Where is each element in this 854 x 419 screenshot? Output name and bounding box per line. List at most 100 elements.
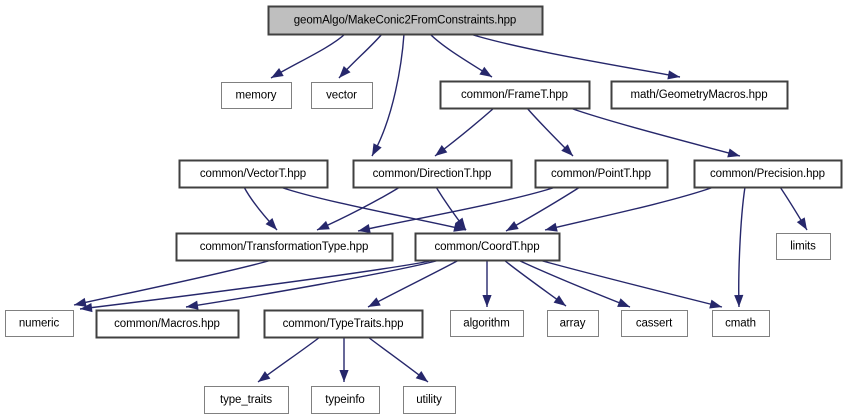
node-box[interactable] [439,80,591,110]
graph-edge [185,259,441,310]
arrowhead-icon [709,299,722,309]
graph-edge [429,33,493,78]
arrowhead-icon [561,144,573,156]
arrowhead-icon [727,148,740,158]
node-box[interactable] [178,159,329,189]
graph-edge [357,186,557,233]
node-box[interactable] [712,310,770,337]
graph-edge [526,107,574,157]
arrowhead-icon [796,217,807,230]
graph-edge [316,186,401,231]
graph-edge [569,107,741,158]
node-box[interactable] [450,310,524,337]
arrowhead-icon [553,295,566,306]
node-box[interactable] [311,82,373,109]
graph-edge [257,336,321,383]
graph-edge [469,33,681,80]
graph-edge [367,259,460,308]
arrowhead-icon [479,66,492,77]
graph-edge [503,259,567,307]
graph-node-memory[interactable]: memory [221,82,292,109]
graph-nodes: geomAlgo/MakeConic2FromConstraints.hpp me… [5,5,843,414]
node-box[interactable] [5,310,74,337]
graph-node-pointt[interactable]: common/PointT.hpp [534,159,669,189]
graph-edge [517,259,631,308]
node-box[interactable] [263,309,424,339]
graph-node-transftype[interactable]: common/TransformationType.hpp [175,232,394,262]
node-box[interactable] [776,233,831,260]
graph-node-vector[interactable]: vector [311,82,373,109]
node-box[interactable] [352,159,513,189]
graph-edge [338,33,383,79]
graph-edge [779,186,808,231]
node-box[interactable] [403,386,456,414]
node-box[interactable] [311,386,380,414]
arrowhead-icon [339,66,351,78]
arrowhead-icon [74,297,87,307]
graph-node-type_traits[interactable]: type_traits [204,386,289,414]
graph-edge [538,259,723,309]
graph-node-typeinfo[interactable]: typeinfo [311,386,380,414]
arrowhead-icon [317,220,330,230]
graph-node-typetraits[interactable]: common/TypeTraits.hpp [263,309,424,339]
graph-edge [339,336,349,382]
graph-node-directiont[interactable]: common/DirectionT.hpp [352,159,513,189]
node-box[interactable] [95,309,240,339]
graph-node-macros[interactable]: common/Macros.hpp [95,309,240,339]
arrowhead-icon [734,294,744,307]
arrowhead-icon [435,145,448,156]
graph-edge [371,33,405,157]
arrowhead-icon [271,68,284,78]
arrowhead-icon [506,221,519,231]
node-box[interactable] [621,310,688,337]
arrowhead-icon [265,218,277,230]
graph-edge [367,336,429,383]
graph-edges [73,33,808,383]
node-box[interactable] [267,5,544,36]
node-box[interactable] [204,386,289,414]
arrowhead-icon [545,222,558,232]
graph-node-geommacros[interactable]: math/GeometryMacros.hpp [610,80,789,110]
arrowhead-icon [482,295,492,307]
graph-node-root[interactable]: geomAlgo/MakeConic2FromConstraints.hpp [267,5,544,36]
graph-edge [79,259,437,313]
node-box[interactable] [414,232,561,262]
arrowhead-icon [258,371,271,382]
graph-node-array[interactable]: array [547,310,599,337]
arrowhead-icon [339,370,349,382]
graph-edge [435,186,467,231]
graph-edge [544,186,715,232]
graph-node-framet[interactable]: common/FrameT.hpp [439,80,591,110]
graph-node-precision[interactable]: common/Precision.hpp [693,159,843,189]
arrowhead-icon [358,223,371,233]
graph-edge [734,186,746,308]
node-box[interactable] [693,159,843,189]
graph-node-numeric[interactable]: numeric [5,310,74,337]
node-box[interactable] [175,232,394,262]
node-box[interactable] [534,159,669,189]
graph-edge [482,259,492,308]
graph-edge [270,33,346,79]
graph-node-cassert[interactable]: cassert [621,310,688,337]
arrowhead-icon [455,217,466,230]
node-box[interactable] [610,80,789,110]
graph-node-limits[interactable]: limits [776,233,831,260]
graph-node-algorithm[interactable]: algorithm [450,310,524,337]
node-box[interactable] [221,82,292,109]
graph-edge [73,259,273,307]
node-box[interactable] [547,310,599,337]
graph-node-utility[interactable]: utility [403,386,456,414]
graph-node-vectort[interactable]: common/VectorT.hpp [178,159,329,189]
arrowhead-icon [368,297,381,307]
graph-edge [279,186,467,232]
arrowhead-icon [186,300,199,310]
graph-node-coordt[interactable]: common/CoordT.hpp [414,232,561,262]
arrowhead-icon [80,302,93,313]
arrowhead-icon [372,143,382,156]
graph-edge [243,186,278,231]
graph-node-cmath[interactable]: cmath [712,310,770,337]
arrowhead-icon [415,371,428,382]
graph-edge [434,107,495,157]
